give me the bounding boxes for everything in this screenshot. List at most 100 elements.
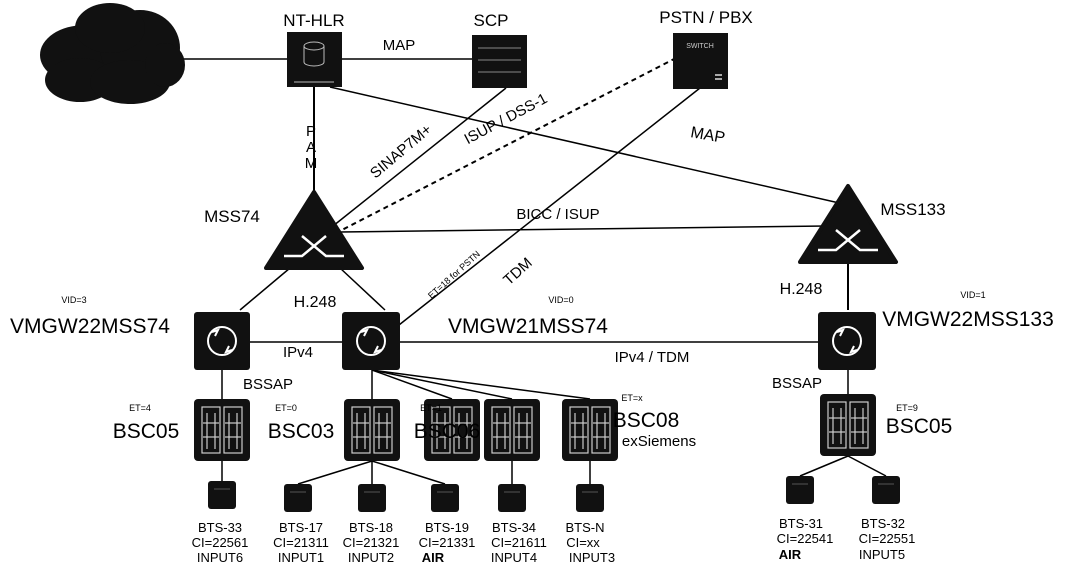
bts-18-name: BTS-18 (349, 520, 393, 535)
bts-node-6[interactable] (786, 476, 814, 504)
bts-32-ci: CI=22551 (859, 531, 916, 546)
bts-34-ci: CI=21611 (491, 535, 547, 550)
pam-label-p: P (306, 123, 316, 140)
bsc-node-4[interactable] (562, 399, 618, 461)
bsc05-left-et-label: ET=4 (129, 403, 151, 413)
bts-34-input: INPUT4 (491, 550, 537, 565)
media-gateway-icon (342, 312, 400, 370)
bsc-node-2[interactable] (424, 399, 480, 461)
mss133-label: MSS133 (880, 200, 945, 219)
vid-left-label: VID=3 (61, 295, 86, 305)
bts-n-labels: BTS-N CI=xx INPUT3 (566, 520, 616, 565)
bts-33-input: INPUT6 (197, 550, 243, 565)
bts-34-labels: BTS-34 CI=21611 INPUT4 (491, 520, 547, 565)
bts-node-1[interactable] (284, 484, 312, 512)
isup-dss1-label: ISUP / DSS-1 (462, 90, 551, 148)
bsc-cabinet-icon (424, 399, 480, 461)
bts-19-ci: CI=21331 (419, 535, 476, 550)
vid-right-label: VID=1 (960, 290, 985, 300)
bts-node-4[interactable] (498, 484, 526, 512)
bts-node-3[interactable] (431, 484, 459, 512)
msc-triangle-icon (264, 190, 364, 270)
vmgw22mss133-label: VMGW22MSS133 (882, 308, 1054, 331)
vmgw22mss74-node[interactable] (194, 312, 250, 370)
vmgw21mss74-label: VMGW21MSS74 (448, 315, 608, 338)
h248-left-label: H.248 (294, 294, 337, 311)
switch-icon (673, 33, 728, 89)
bsc05-right-et-label: ET=9 (896, 403, 918, 413)
bsc06-et-label: ET=1 (420, 403, 442, 413)
tdm-label: TDM (500, 254, 536, 288)
bts-n-input: INPUT3 (569, 550, 615, 565)
bts-icon (498, 484, 526, 512)
bsc-node-3[interactable] (484, 399, 540, 461)
bsc-node-5[interactable] (820, 394, 876, 456)
vmgw22mss133-node[interactable] (818, 312, 876, 370)
ipv4-tdm-label: IPv4 / TDM (615, 349, 690, 366)
bsc05-left-label: BSC05 (113, 420, 180, 443)
bts-19-name: BTS-19 (425, 520, 469, 535)
bts-layer (208, 476, 900, 512)
bts-n-name: BTS-N (566, 520, 605, 535)
bssap-left-label: BSSAP (243, 376, 293, 393)
bsc-node-1[interactable] (344, 399, 400, 461)
bsc-cabinet-icon (820, 394, 876, 456)
pstn-mss74-dashed-link (337, 57, 677, 233)
bts-icon (872, 476, 900, 504)
bts-node-0[interactable] (208, 481, 236, 509)
msc-triangle-icon (798, 184, 898, 264)
bts-n-ci: CI=xx (566, 535, 600, 550)
bts-32-name: BTS-32 (861, 516, 905, 531)
map-label-hlr-scp: MAP (383, 37, 416, 54)
pstn-label: PSTN / PBX (659, 8, 753, 27)
vmgw21mss74-node[interactable] (342, 312, 400, 370)
bts-icon (358, 484, 386, 512)
pam-label-m: M (305, 155, 318, 172)
bsc-node-0[interactable] (194, 399, 250, 461)
scp-node[interactable] (472, 35, 527, 88)
bsc08-et-label: ET=x (621, 393, 643, 403)
bts-node-2[interactable] (358, 484, 386, 512)
bts-icon (208, 481, 236, 509)
bsc-cabinet-icon (194, 399, 250, 461)
media-gateway-icon (194, 312, 250, 370)
bts-33-name: BTS-33 (198, 520, 242, 535)
mss74-mgw22-link (239, 267, 291, 311)
sinap-label: SINAP7M+ (367, 121, 435, 182)
map-label-mss133: MAP (689, 124, 726, 147)
mss74-mgw21-link (339, 267, 386, 311)
bts-17-ci: CI=21311 (273, 535, 329, 550)
hlr-label: NT-HLR (283, 11, 344, 30)
vid-middle-label: VID=0 (548, 295, 573, 305)
mss133-node[interactable] (798, 184, 898, 264)
bsc08-label: BSC08 (613, 409, 680, 432)
bts-31-ci: CI=22541 (777, 531, 834, 546)
pstn-node[interactable]: SWITCH (673, 33, 728, 89)
bts-node-7[interactable] (872, 476, 900, 504)
pam-label-a: A (306, 139, 316, 156)
connections (178, 57, 887, 485)
bts-32-labels: BTS-32 CI=22551 INPUT5 (859, 516, 916, 562)
bts-33-ci: CI=22561 (192, 535, 249, 550)
bsc05-bts32-link (847, 455, 887, 477)
mss74-label: MSS74 (204, 207, 260, 226)
mss74-node[interactable] (264, 190, 364, 270)
hlr-node[interactable] (287, 32, 342, 87)
bts-31-input: AIR (779, 547, 802, 562)
bts-node-5[interactable] (576, 484, 604, 512)
bts-33-labels: BTS-33 CI=22561 INPUT6 (192, 520, 249, 565)
switch-text: SWITCH (686, 43, 714, 50)
bts-17-name: BTS-17 (279, 520, 323, 535)
bts-icon (284, 484, 312, 512)
mgw21-bsc-link (371, 369, 513, 400)
bsc05-bts31-link (799, 455, 849, 477)
bts-icon (431, 484, 459, 512)
bsc-cabinet-icon (562, 399, 618, 461)
bsc-layer (194, 394, 876, 461)
bsc03-et-label: ET=0 (275, 403, 297, 413)
h248-right-label: H.248 (780, 281, 823, 298)
scp-label: SCP (474, 11, 509, 30)
pstn-mgw21-tdm-link (384, 87, 701, 337)
database-icon (287, 32, 342, 87)
